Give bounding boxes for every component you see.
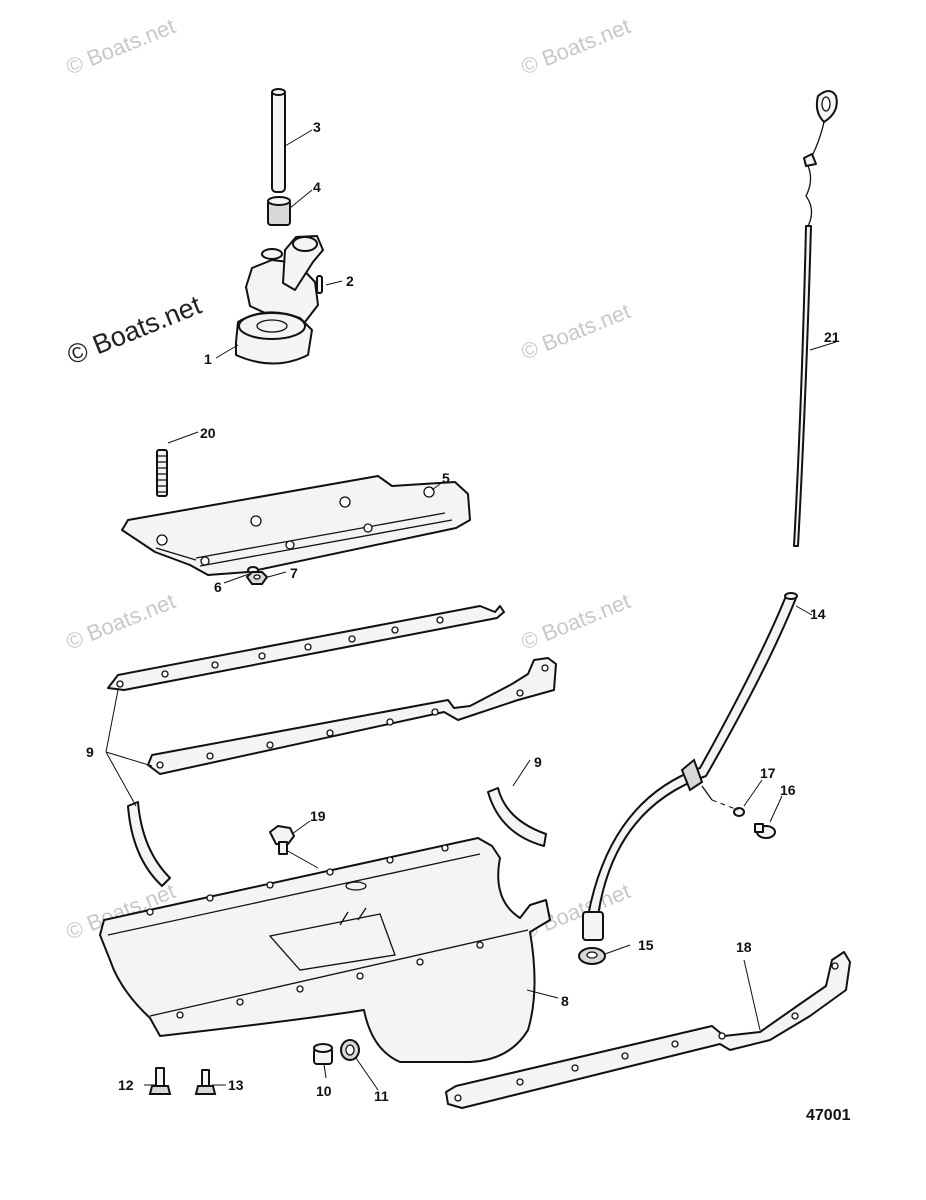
part-5-windage-tray[interactable] xyxy=(121,475,471,576)
leader-lines xyxy=(105,129,837,1091)
part-17-nut[interactable] xyxy=(733,807,745,817)
callout-1: 1 xyxy=(204,351,212,367)
part-16-screw[interactable] xyxy=(754,823,776,839)
watermark: © Boats.net xyxy=(518,13,634,79)
part-4-sleeve[interactable] xyxy=(267,196,291,226)
part-11-drain-gasket[interactable] xyxy=(340,1039,360,1061)
callout-15: 15 xyxy=(638,937,654,953)
callout-10: 10 xyxy=(316,1083,332,1099)
part-14-dipstick-tube[interactable] xyxy=(582,592,798,941)
watermark: © Boats.net xyxy=(518,298,634,364)
callout-18: 18 xyxy=(736,939,752,955)
callout-14: 14 xyxy=(810,606,826,622)
part-10-drain-plug[interactable] xyxy=(313,1043,333,1065)
part-8-oil-pan[interactable] xyxy=(99,837,551,1063)
watermark: © Boats.net xyxy=(63,588,179,654)
part-19-sensor[interactable] xyxy=(269,825,295,855)
callout-12: 12 xyxy=(118,1077,134,1093)
callout-4: 4 xyxy=(313,179,321,195)
callouts: 3 4 2 1 20 5 6 7 21 14 9 9 17 16 19 15 1… xyxy=(86,119,840,1104)
part-1-oil-pump[interactable] xyxy=(235,235,324,365)
callout-16: 16 xyxy=(780,782,796,798)
callout-20: 20 xyxy=(200,425,216,441)
callout-5: 5 xyxy=(442,470,450,486)
part-20-stud[interactable] xyxy=(156,449,168,497)
drawing-number: 47001 xyxy=(806,1107,851,1124)
part-3-pickup-tube[interactable] xyxy=(271,88,286,193)
callout-7: 7 xyxy=(290,565,298,581)
callout-19: 19 xyxy=(310,808,326,824)
part-13-bolt[interactable] xyxy=(194,1069,217,1095)
watermark: © Boats.net xyxy=(63,13,179,79)
callout-6: 6 xyxy=(214,579,222,595)
part-12-bolt[interactable] xyxy=(148,1067,172,1095)
callout-3: 3 xyxy=(313,119,321,135)
part-21-dipstick[interactable] xyxy=(793,90,838,547)
watermarks: © Boats.net © Boats.net © Boats.net © Bo… xyxy=(63,13,634,944)
callout-9-left: 9 xyxy=(86,744,94,760)
part-9-end-seal-front[interactable] xyxy=(487,787,547,847)
part-18-gasket-front[interactable] xyxy=(445,951,851,1109)
part-9-end-seal-rear[interactable] xyxy=(127,801,171,887)
callout-13: 13 xyxy=(228,1077,244,1093)
callout-21: 21 xyxy=(824,329,840,345)
watermark: © Boats.net xyxy=(518,588,634,654)
callout-2: 2 xyxy=(346,273,354,289)
part-7-nut[interactable] xyxy=(245,571,269,585)
callout-8: 8 xyxy=(561,993,569,1009)
part-2-pin[interactable] xyxy=(316,275,323,294)
callout-11: 11 xyxy=(374,1088,389,1104)
callout-9-right: 9 xyxy=(534,754,542,770)
callout-17: 17 xyxy=(760,765,776,781)
watermark-main: © Boats.net xyxy=(63,290,206,371)
assembly-line-clip xyxy=(711,799,739,811)
part-15-grommet[interactable] xyxy=(578,947,606,965)
part-9-gasket-upper[interactable] xyxy=(107,605,557,775)
